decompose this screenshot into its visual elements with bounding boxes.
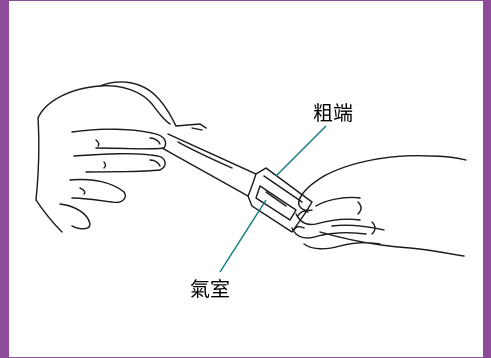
left-hand <box>35 81 177 233</box>
thick-end-label: 粗端 <box>313 101 353 125</box>
thick-end-leader-line <box>275 125 327 177</box>
air-chamber-leader-line <box>219 199 267 273</box>
air-chamber-label: 氣室 <box>190 277 230 301</box>
syringe <box>161 123 313 233</box>
right-hand <box>291 154 467 257</box>
